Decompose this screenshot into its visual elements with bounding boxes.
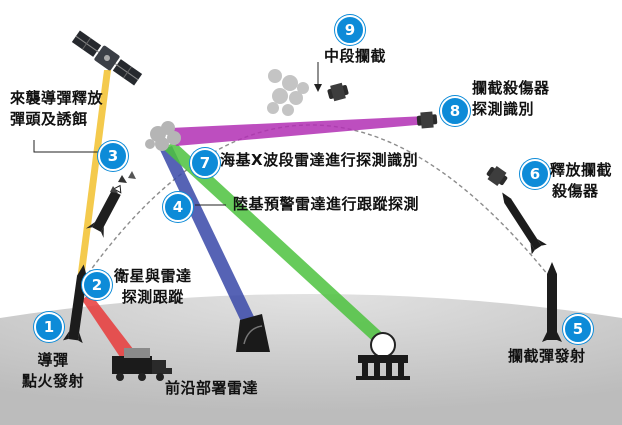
step-9-label: 中段攔截 bbox=[324, 47, 387, 65]
step-8-label: 攔截殺傷器 探測識別 bbox=[472, 78, 550, 120]
kill-vehicle-beam bbox=[170, 116, 428, 146]
kill-vehicle-release-icon bbox=[486, 166, 508, 186]
step-2-line-2: 探測跟蹤 bbox=[121, 288, 184, 306]
step-badge-4: 4 bbox=[163, 192, 193, 222]
earth-surface bbox=[0, 294, 622, 425]
sea-x-radar-beam bbox=[162, 142, 390, 346]
intercept-arrow bbox=[314, 84, 322, 92]
sea-x-radar-platform-icon bbox=[356, 332, 410, 380]
step-1-line-1: 導彈 bbox=[37, 351, 69, 369]
interceptor-in-flight-icon bbox=[502, 192, 547, 255]
step-3-line-2: 彈頭及誘餌 bbox=[10, 110, 88, 128]
satellite-icon bbox=[71, 30, 143, 86]
leader-lines bbox=[33, 62, 319, 206]
step-badge-8: 8 bbox=[440, 96, 470, 126]
step-badge-7: 7 bbox=[190, 148, 220, 178]
forward-radar-truck-icon bbox=[112, 348, 172, 381]
step-8-line-2: 探測識別 bbox=[472, 100, 535, 118]
step-badge-1: 1 bbox=[34, 312, 64, 342]
step-6-label: 釋放攔截 殺傷器 bbox=[550, 160, 612, 202]
forward-radar-beam bbox=[82, 293, 140, 366]
forward-radar-label: 前沿部署雷達 bbox=[165, 379, 259, 397]
step-3-label: 來襲導彈釋放 彈頭及誘餌 bbox=[10, 88, 103, 130]
booster-stage-icon bbox=[85, 184, 122, 238]
warheads-and-decoys-icon bbox=[110, 171, 136, 193]
step-2-label: 衛星與雷達 探測跟蹤 bbox=[114, 266, 192, 308]
step-badge-3: 3 bbox=[98, 141, 128, 171]
decoy-cloud-left bbox=[145, 121, 181, 151]
step-badge-9: 9 bbox=[335, 15, 365, 45]
satellite-beam bbox=[76, 70, 111, 288]
step-7-label: 海基X波段雷達進行探測識別 bbox=[220, 151, 419, 169]
interceptor-launch-icon bbox=[542, 262, 562, 342]
kill-vehicle-intercept-icon bbox=[327, 82, 349, 102]
step-6-line-1: 釋放攔截 bbox=[550, 161, 613, 179]
step-1-line-2: 點火發射 bbox=[22, 372, 85, 390]
step-6-line-2: 殺傷器 bbox=[552, 182, 599, 200]
step-badge-5: 5 bbox=[563, 314, 593, 344]
step-4-label: 陸基預警雷達進行跟蹤探測 bbox=[233, 195, 420, 213]
ground-radar-beam bbox=[160, 146, 258, 330]
step-badge-2: 2 bbox=[82, 270, 112, 300]
step-8-line-1: 攔截殺傷器 bbox=[472, 79, 550, 97]
step-badge-6: 6 bbox=[520, 159, 550, 189]
decoy-cloud-top bbox=[267, 69, 309, 116]
kill-vehicle-sensing-icon bbox=[416, 111, 438, 129]
step-1-label: 導彈 點火發射 bbox=[22, 350, 84, 392]
step-3-line-1: 來襲導彈釋放 bbox=[10, 89, 104, 107]
step-5-label: 攔截彈發射 bbox=[508, 347, 586, 365]
step-2-line-1: 衛星與雷達 bbox=[114, 267, 192, 285]
ground-radar-station-icon bbox=[236, 314, 270, 352]
